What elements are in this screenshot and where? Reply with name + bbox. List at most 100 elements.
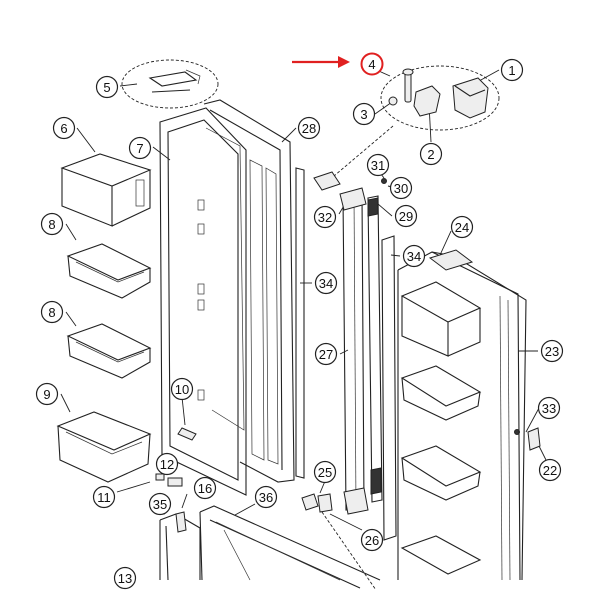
callout-circle [35, 382, 59, 406]
callout-label: 26 [365, 533, 379, 548]
callout-label: 10 [175, 382, 189, 397]
callout-c9: 9 [35, 382, 59, 406]
callout-c16: 16 [193, 476, 217, 500]
callout-circle [52, 116, 76, 140]
callout-c3: 3 [352, 102, 376, 126]
callout-c2: 2 [419, 142, 443, 166]
callout-c34a: 34 [314, 271, 338, 295]
callout-circle [419, 142, 443, 166]
callout-circle [540, 339, 564, 363]
callout-label: 31 [371, 158, 385, 173]
callout-circle [128, 136, 152, 160]
callout-c8a: 8 [40, 212, 64, 236]
callout-circle [366, 153, 390, 177]
part-6-bin [60, 153, 152, 227]
callout-label: 7 [136, 141, 143, 156]
callout-c23: 23 [540, 339, 564, 363]
callout-circle [402, 244, 426, 268]
callout-circle [313, 460, 337, 484]
callout-circle [314, 342, 338, 366]
callout-circle [360, 52, 384, 76]
callout-label: 23 [545, 344, 559, 359]
callout-circle [314, 271, 338, 295]
callout-c29: 29 [394, 204, 418, 228]
callout-circle [313, 205, 337, 229]
part-8-shelf-lower [66, 323, 152, 379]
callout-label: 16 [198, 481, 212, 496]
callout-c30: 30 [389, 176, 413, 200]
callout-c33: 33 [537, 396, 561, 420]
callout-c6: 6 [52, 116, 76, 140]
callout-c26: 26 [360, 528, 384, 552]
callout-c11: 11 [92, 485, 116, 509]
callout-c28: 28 [297, 116, 321, 140]
callout-c8b: 8 [40, 300, 64, 324]
callout-circle [352, 102, 376, 126]
callout-label: 8 [48, 217, 55, 232]
callout-label: 27 [319, 347, 333, 362]
callout-label: 28 [302, 121, 316, 136]
part-1-4-top-hinge [388, 68, 489, 119]
part-8-shelf-upper [66, 243, 152, 299]
callout-c13: 13 [113, 566, 137, 590]
callout-label: 33 [542, 401, 556, 416]
callout-c25: 25 [313, 460, 337, 484]
callout-circle [394, 204, 418, 228]
small-parts [155, 171, 541, 513]
callout-circle [389, 176, 413, 200]
callout-label: 11 [97, 490, 111, 505]
callout-circle [92, 485, 116, 509]
callout-c22: 22 [538, 458, 562, 482]
callout-label: 4 [368, 57, 375, 72]
callout-circle [297, 116, 321, 140]
part-36-lower-door [159, 505, 381, 589]
door-liner-details [177, 199, 205, 441]
callout-circle [538, 458, 562, 482]
callout-c4: 4 [360, 52, 384, 76]
part-5-hinge-pieces [148, 69, 201, 93]
callout-c1: 1 [500, 58, 524, 82]
group-ellipse-1-4 [380, 65, 500, 131]
callout-c35: 35 [148, 492, 172, 516]
callout-label: 34 [319, 276, 333, 291]
callout-c12: 12 [155, 452, 179, 476]
callout-label: 24 [455, 220, 469, 235]
callout-label: 1 [508, 63, 515, 78]
callout-label: 32 [318, 210, 332, 225]
callout-label: 8 [48, 305, 55, 320]
group-ellipse-5 [121, 59, 219, 109]
callout-label: 3 [360, 107, 367, 122]
callout-label: 5 [103, 80, 110, 95]
callout-circle [40, 300, 64, 324]
highlight-arrow-head [338, 56, 350, 68]
callout-circle [95, 75, 119, 99]
callout-label: 34 [407, 249, 421, 264]
callout-c7: 7 [128, 136, 152, 160]
callout-c32: 32 [313, 205, 337, 229]
callout-circle [360, 528, 384, 552]
part-29-heater [367, 195, 383, 503]
callout-c5: 5 [95, 75, 119, 99]
callout-c34b: 34 [402, 244, 426, 268]
part-34-strip-left [295, 167, 305, 479]
callout-c24: 24 [450, 215, 474, 239]
callout-c27: 27 [314, 342, 338, 366]
part-27-mullion-bar [339, 187, 369, 515]
callout-circle [500, 58, 524, 82]
callout-c31: 31 [366, 153, 390, 177]
callout-circle [40, 212, 64, 236]
part-23-right-door [397, 249, 527, 581]
part-28-door-assembly [203, 99, 295, 483]
callout-circle [450, 215, 474, 239]
callout-circle [193, 476, 217, 500]
callout-label: 22 [543, 463, 557, 478]
callout-label: 13 [118, 571, 132, 586]
part-34-strip-right [381, 235, 397, 541]
callout-circle [113, 566, 137, 590]
callout-label: 6 [60, 121, 67, 136]
callout-label: 30 [394, 181, 408, 196]
callout-circle [170, 377, 194, 401]
callout-circle [254, 485, 278, 509]
callout-label: 29 [399, 209, 413, 224]
